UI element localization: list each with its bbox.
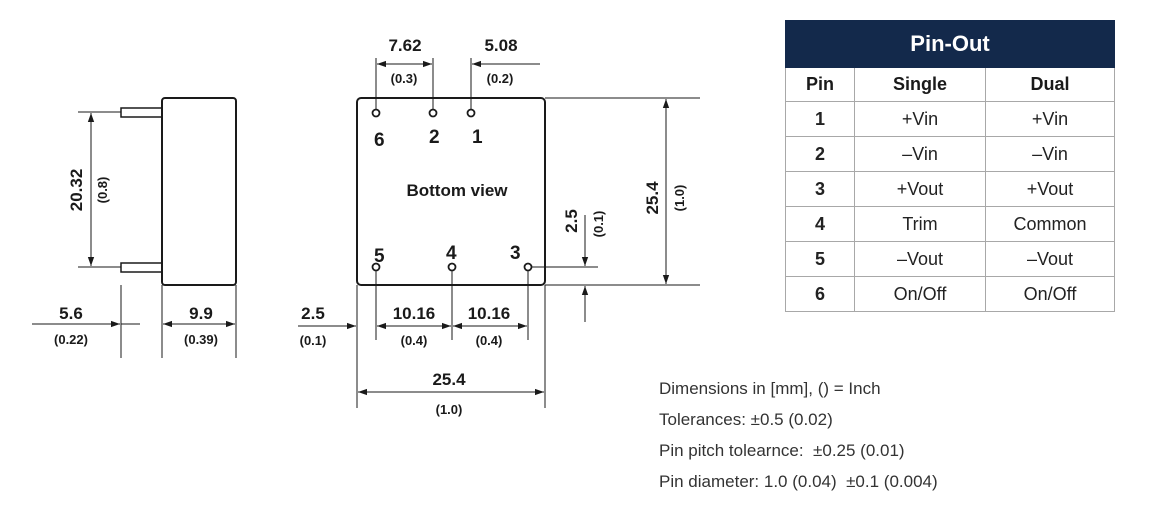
side-depth-in: (0.39) [184, 332, 218, 347]
cell-pin: 5 [785, 241, 855, 277]
cell-dual: –Vin [985, 136, 1115, 172]
cell-dual: +Vin [985, 101, 1115, 137]
cell-pin: 6 [785, 276, 855, 312]
dimension-notes: Dimensions in [mm], () = Inch Tolerances… [659, 373, 938, 497]
pin-label-4: 4 [446, 243, 457, 264]
pin-label-6: 6 [374, 130, 385, 151]
pinout-header-row: Pin Single Dual [785, 67, 1115, 102]
pitch-bottom-2-in: (0.4) [476, 333, 503, 348]
note-tolerances: Tolerances: ±0.5 (0.02) [659, 410, 833, 429]
note-units: Dimensions in [mm], () = Inch [659, 379, 881, 398]
side-view-body [161, 97, 237, 286]
bottom-width-mm: 25.4 [432, 370, 466, 389]
pin-offset-v-mm: 2.5 [562, 209, 581, 233]
pin-1-marker [466, 108, 476, 118]
note-pin-pitch-tolerance: Pin pitch tolearnce: ±0.25 (0.01) [659, 441, 905, 460]
cell-dual: Common [985, 206, 1115, 242]
cell-single: +Vin [854, 101, 986, 137]
table-row: 4 Trim Common [785, 206, 1115, 242]
cell-single: +Vout [854, 171, 986, 207]
pin-6-marker [371, 108, 381, 118]
pitch-bottom-2-mm: 10.16 [468, 304, 511, 323]
side-depth-mm: 9.9 [189, 304, 213, 323]
pin-label-2: 2 [429, 127, 440, 148]
side-pin-length-mm: 5.6 [59, 304, 83, 323]
pin-label-1: 1 [472, 127, 483, 148]
pin-4-marker [447, 262, 457, 272]
pitch-top-left-in: (0.3) [391, 71, 418, 86]
pin-offset-v-in: (0.1) [591, 211, 606, 238]
cell-dual: +Vout [985, 171, 1115, 207]
pinout-table: Pin-Out Pin Single Dual 1 +Vin +Vin 2 –V… [785, 20, 1115, 312]
pitch-top-right-mm: 5.08 [484, 36, 517, 55]
cell-single: On/Off [854, 276, 986, 312]
cell-pin: 4 [785, 206, 855, 242]
pin-offset-h-mm: 2.5 [301, 304, 325, 323]
bottom-height-in: (1.0) [672, 185, 687, 212]
pitch-top-left-mm: 7.62 [388, 36, 421, 55]
pin-offset-h-in: (0.1) [300, 333, 327, 348]
table-row: 3 +Vout +Vout [785, 171, 1115, 207]
note-pin-diameter: Pin diameter: 1.0 (0.04) ±0.1 (0.004) [659, 472, 938, 491]
table-row: 5 –Vout –Vout [785, 241, 1115, 277]
pinout-title: Pin-Out [785, 20, 1115, 68]
table-row: 1 +Vin +Vin [785, 101, 1115, 137]
pin-3-marker [523, 262, 533, 272]
pitch-bottom-1-in: (0.4) [401, 333, 428, 348]
cell-dual: On/Off [985, 276, 1115, 312]
bottom-view-body [356, 97, 546, 286]
bottom-view-label: Bottom view [406, 181, 508, 200]
header-pin: Pin [785, 67, 855, 102]
cell-single: –Vin [854, 136, 986, 172]
table-row: 2 –Vin –Vin [785, 136, 1115, 172]
bottom-view [298, 58, 700, 408]
cell-single: Trim [854, 206, 986, 242]
cell-single: –Vout [854, 241, 986, 277]
pin-2-marker [428, 108, 438, 118]
side-height-mm: 20.32 [67, 169, 86, 212]
cell-pin: 1 [785, 101, 855, 137]
header-dual: Dual [985, 67, 1115, 102]
bottom-width-in: (1.0) [436, 402, 463, 417]
side-view-bottom-pin [120, 262, 163, 273]
side-height-in: (0.8) [95, 177, 110, 204]
pin-5-marker [371, 262, 381, 272]
cell-pin: 3 [785, 171, 855, 207]
side-view [32, 97, 237, 358]
pitch-bottom-1-mm: 10.16 [393, 304, 436, 323]
header-single: Single [854, 67, 986, 102]
bottom-height-mm: 25.4 [643, 181, 662, 215]
pitch-top-right-in: (0.2) [487, 71, 514, 86]
cell-dual: –Vout [985, 241, 1115, 277]
side-view-top-pin [120, 107, 163, 118]
side-pin-length-in: (0.22) [54, 332, 88, 347]
pin-label-5: 5 [374, 246, 385, 267]
cell-pin: 2 [785, 136, 855, 172]
pin-label-3: 3 [510, 243, 521, 264]
table-row: 6 On/Off On/Off [785, 276, 1115, 312]
